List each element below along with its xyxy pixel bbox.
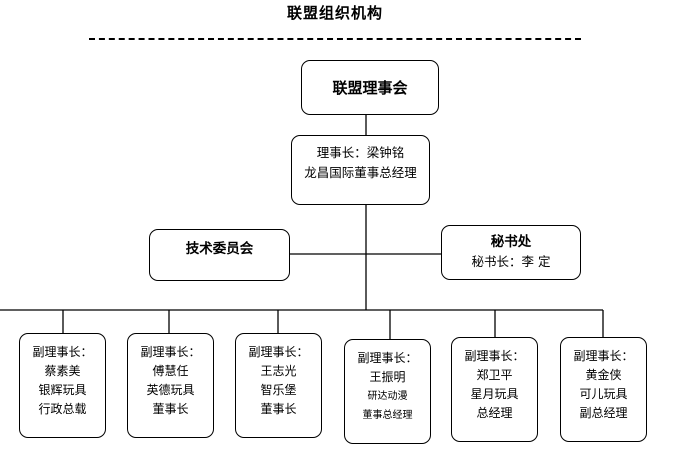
technical-committee-label: 技术委员会 <box>185 241 254 257</box>
vice-chair-title: 副理事长： <box>464 349 525 363</box>
vice-chair-box: 副理事长： 蔡素美 银辉玩具 行政总载 <box>19 333 106 438</box>
vice-chair-name: 黄金侠 <box>585 368 622 382</box>
vice-chair-title: 副理事长： <box>573 349 634 363</box>
title-divider <box>89 38 581 40</box>
vice-chair-position: 董事长 <box>152 402 189 416</box>
vice-chair-title: 副理事长： <box>32 345 93 359</box>
vice-chair-company: 可儿玩具 <box>579 387 628 401</box>
secretariat-head: 秘书长：李 定 <box>471 254 551 269</box>
vice-chair-box: 副理事长： 王振明 研达动漫 董事总经理 <box>344 339 431 444</box>
vice-chair-name: 郑卫平 <box>476 368 513 382</box>
vice-chair-name: 王志光 <box>260 364 297 378</box>
secretariat-box: 秘书处 秘书长：李 定 <box>441 225 581 280</box>
vice-chair-position: 董事总经理 <box>362 410 413 421</box>
chair-position: 龙昌国际董事总经理 <box>304 165 417 180</box>
chair-box: 理事长：梁钟铭 龙昌国际董事总经理 <box>291 135 430 205</box>
vice-chair-company: 银辉玩具 <box>38 383 87 397</box>
vice-chair-company: 智乐堡 <box>260 383 297 397</box>
vice-chair-company: 星月玩具 <box>470 387 519 401</box>
vice-chair-box: 副理事长： 郑卫平 星月玩具 总经理 <box>451 337 538 442</box>
vice-chair-position: 行政总载 <box>38 402 87 416</box>
vice-chair-position: 总经理 <box>476 406 513 420</box>
chair-title: 理事长：梁钟铭 <box>316 145 405 160</box>
vice-chair-company: 英德玩具 <box>146 383 195 397</box>
vice-chair-title: 副理事长： <box>140 345 201 359</box>
vice-chair-box: 副理事长： 傅慧任 英德玩具 董事长 <box>127 333 214 438</box>
vice-chair-name: 王振明 <box>369 370 406 384</box>
vice-chair-company: 研达动漫 <box>367 391 408 402</box>
vice-chair-position: 副总经理 <box>579 406 628 420</box>
vice-chair-position: 董事长 <box>260 402 297 416</box>
vice-chair-box: 副理事长： 黄金侠 可儿玩具 副总经理 <box>560 337 647 442</box>
secretariat-label: 秘书处 <box>490 234 532 250</box>
vice-chair-title: 副理事长： <box>357 351 418 365</box>
technical-committee-box: 技术委员会 <box>149 229 290 281</box>
council-label: 联盟理事会 <box>332 79 408 97</box>
council-box: 联盟理事会 <box>301 60 439 115</box>
vice-chair-box: 副理事长： 王志光 智乐堡 董事长 <box>235 333 322 438</box>
page-title: 联盟组织机构 <box>286 4 383 22</box>
vice-chair-name: 蔡素美 <box>44 364 81 378</box>
vice-chair-name: 傅慧任 <box>152 364 189 378</box>
vice-chair-title: 副理事长： <box>248 345 309 359</box>
